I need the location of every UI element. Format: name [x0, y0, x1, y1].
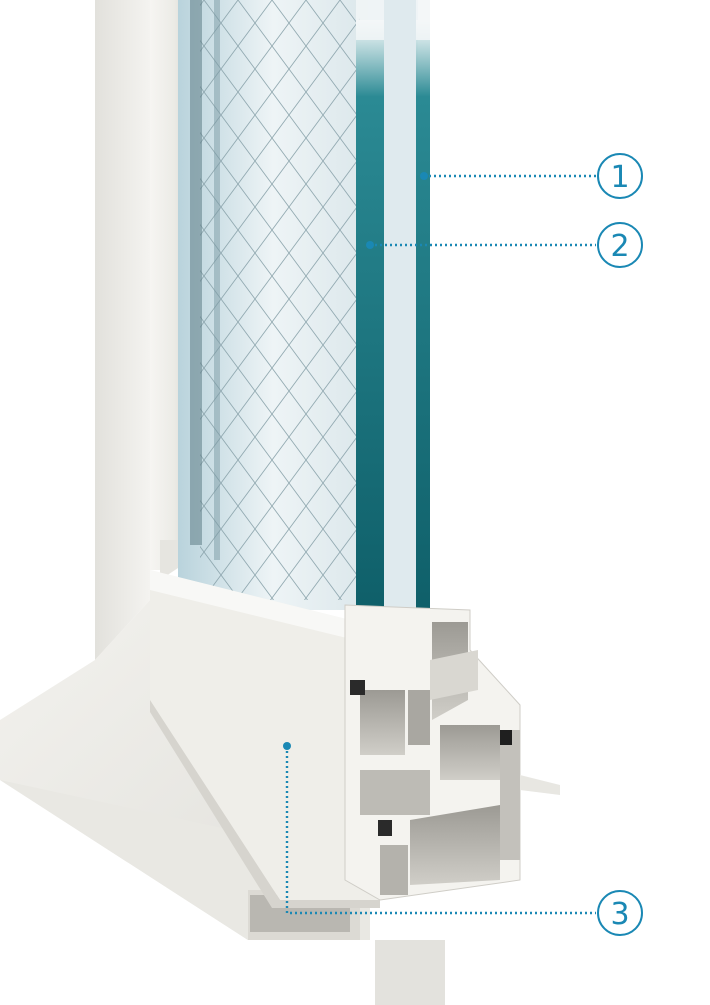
callout-leaders	[283, 172, 596, 915]
frame-profile-section	[344, 604, 560, 901]
leader-line-3	[285, 746, 596, 915]
outer-glass-edge	[416, 20, 430, 660]
callout-1: 1	[597, 153, 643, 199]
callout-3-label: 3	[610, 897, 629, 932]
frame-front-face	[150, 570, 380, 908]
callout-2-label: 2	[610, 229, 629, 264]
callout-1-label: 1	[610, 160, 629, 195]
callout-2: 2	[597, 222, 643, 268]
wall-reveal	[0, 0, 160, 1005]
inner-glass-edge	[356, 20, 384, 660]
callout-3: 3	[597, 890, 643, 936]
glass-cut-edges	[356, 0, 430, 660]
